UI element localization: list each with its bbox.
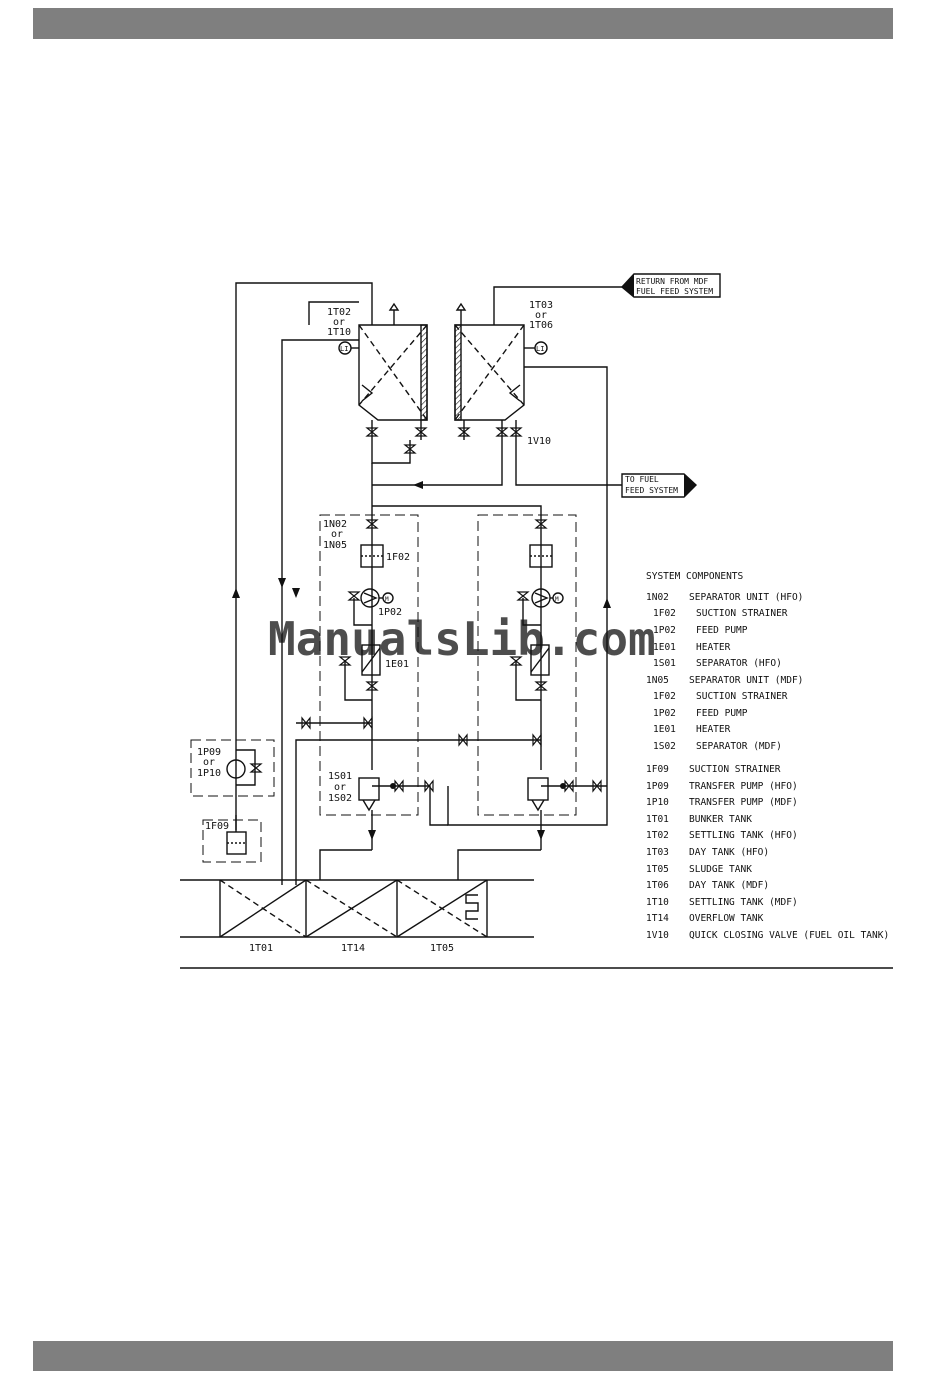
label-1t05: 1T05 (430, 943, 454, 954)
legend-code: 1T03 (646, 847, 669, 858)
legend-code: 1T02 (646, 830, 669, 841)
components-legend: SYSTEM COMPONENTS 1N02 SEPARATOR UNIT (HF… (646, 571, 889, 941)
label-1t10: 1T10 (327, 327, 351, 338)
label-or-e: or (334, 782, 346, 793)
legend-code: 1F02 (653, 691, 676, 702)
legend-code: 1T14 (646, 913, 669, 924)
label-1t14: 1T14 (341, 943, 365, 954)
day-tank (454, 324, 525, 421)
legend-code: 1P02 (653, 625, 676, 636)
label-1e01: 1E01 (385, 659, 409, 670)
header-bar (33, 8, 893, 39)
label-1v10: 1V10 (527, 436, 551, 447)
legend-code: 1E01 (653, 642, 676, 653)
label-1f09: 1F09 (205, 821, 229, 832)
legend-code: 1F02 (653, 608, 676, 619)
label-1t03: 1T03 (529, 300, 553, 311)
label-or-b: or (535, 310, 547, 321)
legend-description: TRANSFER PUMP (MDF) (689, 797, 798, 808)
legend-description: TRANSFER PUMP (HFO) (689, 781, 798, 792)
legend-description: BUNKER TANK (689, 814, 752, 825)
level-indicator-right: LI (536, 345, 544, 353)
label-1n02: 1N02 (323, 519, 347, 530)
legend-code: 1P10 (646, 797, 669, 808)
legend-code: 1V10 (646, 930, 669, 941)
legend-description: SETTLING TANK (HFO) (689, 830, 798, 841)
legend-title: SYSTEM COMPONENTS (646, 571, 744, 582)
legend-description: DAY TANK (HFO) (689, 847, 769, 858)
legend-description: DAY TANK (MDF) (689, 880, 769, 891)
legend-code: 1T06 (646, 880, 669, 891)
legend-description: OVERFLOW TANK (689, 913, 764, 924)
return-label-line1: RETURN FROM MDF (636, 277, 708, 286)
label-1p02: 1P02 (378, 607, 402, 618)
legend-code: 1T05 (646, 864, 669, 875)
legend-description: FEED PUMP (696, 625, 748, 636)
settling-tank (358, 324, 428, 421)
legend-description: SUCTION STRAINER (696, 691, 788, 702)
to-fuel-label-line2: FEED SYSTEM (625, 486, 678, 495)
label-or-d: or (203, 757, 215, 768)
legend-code: 1F09 (646, 764, 669, 775)
motor-left-icon: M (385, 596, 389, 603)
legend-code: 1P02 (653, 708, 676, 719)
watermark: ManualsLib.com (268, 612, 656, 666)
legend-description: SUCTION STRAINER (696, 608, 788, 619)
legend-description: SEPARATOR (MDF) (696, 741, 782, 752)
legend-description: SEPARATOR UNIT (MDF) (689, 675, 803, 686)
legend-description: HEATER (696, 642, 731, 653)
return-label-line2: FUEL FEED SYSTEM (636, 287, 713, 296)
label-or-a: or (333, 317, 345, 328)
label-1n05: 1N05 (323, 540, 347, 551)
legend-code: 1T01 (646, 814, 669, 825)
legend-description: SLUDGE TANK (689, 864, 752, 875)
label-1t02: 1T02 (327, 307, 351, 318)
legend-description: SEPARATOR UNIT (HFO) (689, 592, 803, 603)
label-1s02: 1S02 (328, 793, 352, 804)
legend-code: 1S01 (653, 658, 676, 669)
legend-description: SETTLING TANK (MDF) (689, 897, 798, 908)
legend-description: HEATER (696, 724, 731, 735)
legend-code: 1E01 (653, 724, 676, 735)
legend-description: QUICK CLOSING VALVE (FUEL OIL TANK) (689, 930, 889, 941)
legend-code: 1P09 (646, 781, 669, 792)
label-1f02: 1F02 (386, 552, 410, 563)
legend-description: SUCTION STRAINER (689, 764, 781, 775)
legend-description: SEPARATOR (HFO) (696, 658, 782, 669)
legend-description: FEED PUMP (696, 708, 748, 719)
legend-code: 1N05 (646, 675, 669, 686)
footer-bar (33, 1341, 893, 1371)
label-1t01: 1T01 (249, 943, 273, 954)
level-indicator-left: LI (340, 345, 348, 353)
label-1s01: 1S01 (328, 771, 352, 782)
label-1p09: 1P09 (197, 747, 221, 758)
to-fuel-label-line1: TO FUEL (625, 475, 659, 484)
legend-code: 1T10 (646, 897, 669, 908)
label-1p10: 1P10 (197, 768, 221, 779)
label-1t06: 1T06 (529, 320, 553, 331)
legend-code: 1N02 (646, 592, 669, 603)
legend-code: 1S02 (653, 741, 676, 752)
label-or-c: or (331, 529, 343, 540)
motor-right-icon: M (555, 596, 559, 603)
